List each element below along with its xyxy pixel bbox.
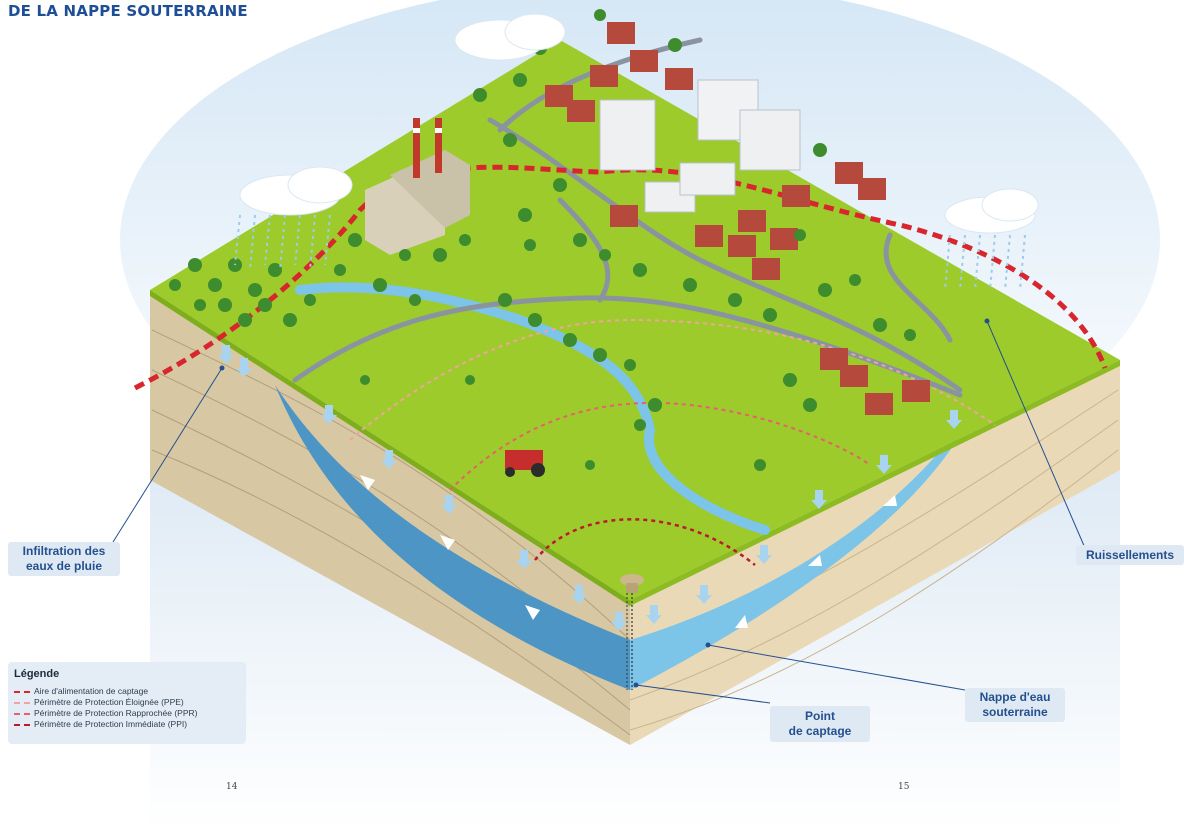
legend-item-ppi: Périmètre de Protection Immédiate (PPI) [14, 719, 197, 730]
houses [545, 22, 930, 415]
buildings [599, 79, 801, 213]
leader-lines [112, 320, 1086, 704]
clouds [239, 13, 1039, 234]
ppi-boundary [534, 518, 756, 566]
ppe-boundary [349, 318, 996, 441]
page-number-left: 14 [226, 782, 238, 792]
label-nappe: Nappe d'eau souterraine [965, 688, 1065, 722]
ppr-boundary [449, 401, 871, 491]
aquifer-flow-arrows [360, 475, 897, 628]
aquifer-left [275, 385, 630, 690]
legend-item-ppe: Périmètre de Protection Éloignée (PPE) [14, 697, 197, 708]
catchment-boundary [133, 164, 1108, 391]
page-number-right: 15 [898, 782, 910, 792]
factory [365, 118, 470, 255]
label-infiltration: Infiltration des eaux de pluie [8, 542, 120, 576]
rain [234, 214, 1026, 291]
label-point-captage: Point de captage [770, 706, 870, 742]
aquifer-right [630, 405, 975, 690]
tractor [505, 450, 545, 477]
legend: Légende Aire d'alimentation de captage P… [8, 662, 246, 744]
block-shadow [150, 470, 1120, 830]
legend-item-catchment: Aire d'alimentation de captage [14, 686, 197, 697]
capture-well [620, 574, 644, 690]
roads [292, 37, 963, 398]
legend-item-ppr: Périmètre de Protection Rapprochée (PPR) [14, 708, 197, 719]
legend-title: Légende [14, 668, 60, 680]
infiltration-arrows [218, 345, 962, 631]
page-title: DE LA NAPPE SOUTERRAINE [8, 2, 248, 20]
label-ruissellements: Ruissellements [1076, 545, 1184, 565]
